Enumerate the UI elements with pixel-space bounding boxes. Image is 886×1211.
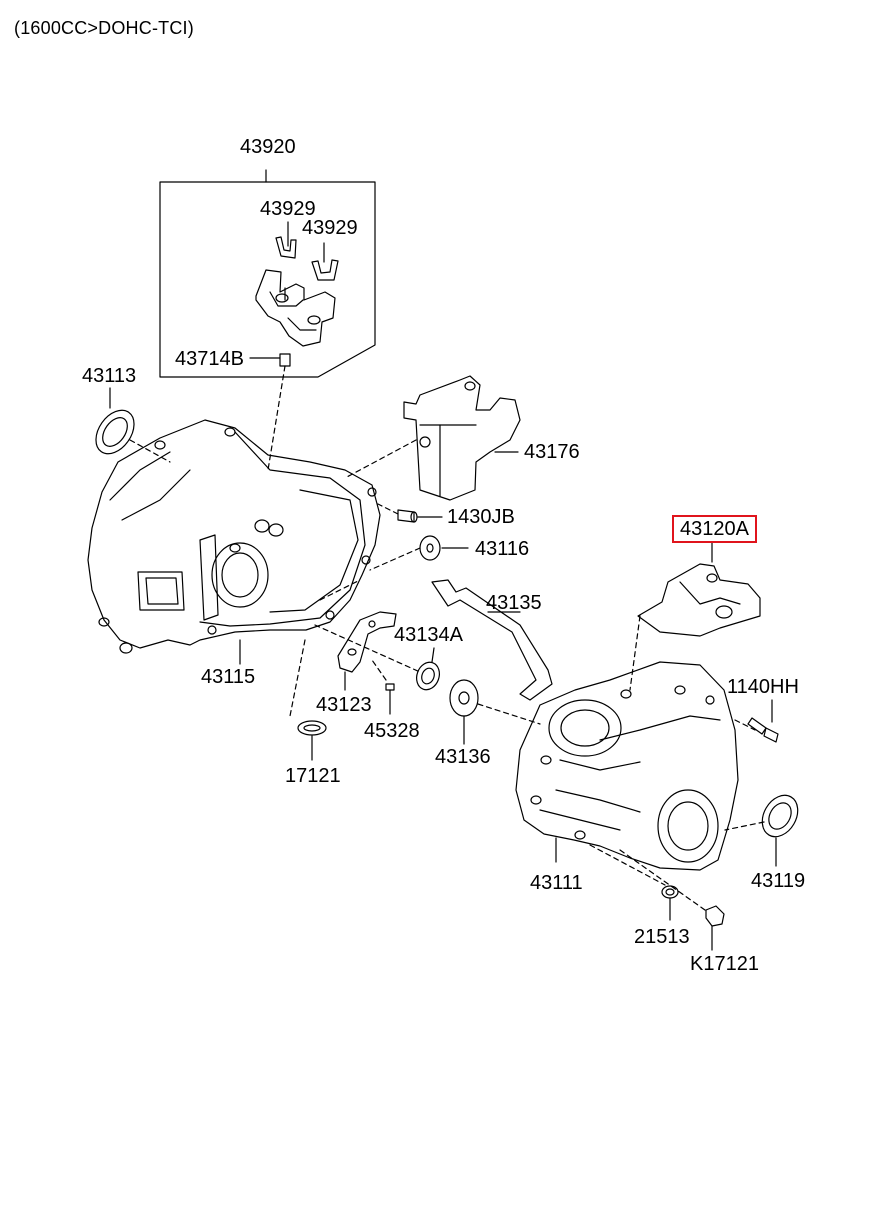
washer-43116	[369, 535, 469, 571]
clip-43929-right	[311, 242, 339, 281]
label-43135: 43135	[486, 592, 542, 614]
label-17121: 17121	[285, 765, 341, 787]
transaxle-case-43111	[515, 661, 756, 911]
gasket-21513	[661, 885, 679, 921]
oil-seal-43134A	[416, 647, 440, 691]
pin-43714B	[249, 353, 291, 471]
drain-plug-K17121	[705, 905, 725, 951]
label-43929-a: 43929	[260, 198, 316, 220]
label-43714B: 43714B	[175, 348, 244, 370]
bolt-45328	[371, 659, 395, 715]
label-21513: 21513	[634, 926, 690, 948]
label-43920: 43920	[240, 136, 296, 158]
label-43119: 43119	[751, 870, 806, 892]
dowel-pin-1430JB	[377, 503, 443, 523]
oil-seal-43119	[724, 794, 799, 867]
label-45328: 45328	[364, 720, 420, 742]
assembly-box-43920	[159, 169, 376, 378]
label-43116: 43116	[475, 538, 530, 560]
label-K17121: K17121	[690, 953, 759, 975]
engine-variant-header: (1600CC>DOHC-TCI)	[14, 18, 194, 38]
mounting-bracket-43120A	[629, 541, 761, 691]
label-43111: 43111	[530, 872, 583, 894]
oil-seal-43113	[95, 387, 171, 463]
bolt-1140HH	[747, 699, 779, 743]
bracket-43176	[344, 375, 521, 501]
label-1140HH: 1140HH	[727, 676, 799, 698]
shift-lever-bracket	[255, 269, 336, 347]
clutch-housing-43115	[87, 419, 421, 717]
label-43120A-highlighted: 43120A	[672, 515, 757, 543]
plate-43136	[449, 679, 541, 745]
label-43123: 43123	[316, 694, 372, 716]
label-43134A: 43134A	[394, 624, 463, 646]
clip-43929-left	[275, 221, 297, 259]
label-43176: 43176	[524, 441, 580, 463]
label-43136: 43136	[435, 746, 491, 768]
label-1430JB: 1430JB	[447, 506, 515, 528]
label-43115: 43115	[201, 666, 256, 688]
label-43929-b: 43929	[302, 217, 358, 239]
ring-17121	[297, 720, 327, 761]
guide-plate-43135	[431, 579, 553, 701]
label-43113: 43113	[82, 365, 137, 387]
shield-43123	[337, 611, 397, 691]
